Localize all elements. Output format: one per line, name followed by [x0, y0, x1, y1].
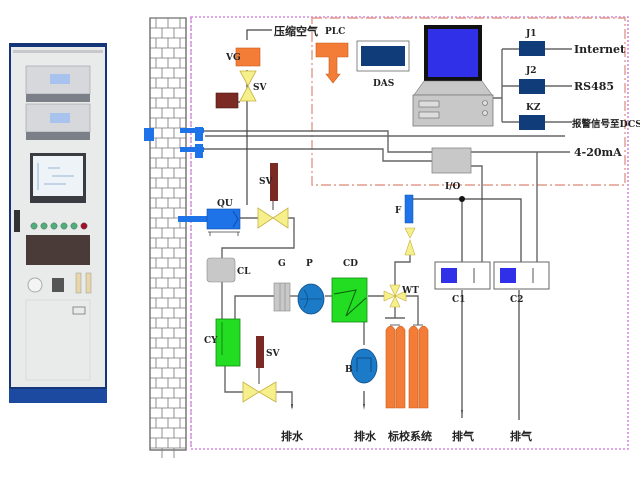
wiring — [200, 29, 572, 420]
c2-display — [500, 268, 516, 283]
probe-connector-left — [144, 128, 154, 141]
sv-drain-solenoid[interactable] — [256, 336, 264, 368]
cd-label: CD — [343, 259, 358, 269]
monitor-stand — [413, 80, 493, 96]
j2-label: J2 — [525, 66, 537, 76]
calibration-system-label: 标校系统 — [387, 429, 432, 443]
alarm-dcs-output-label: 报警信号至DCS — [572, 118, 640, 130]
cabinet-base — [9, 389, 107, 403]
io-label: I/O — [445, 182, 460, 192]
drain-water-label-1: 排水 — [281, 429, 304, 443]
wt-label: WT — [401, 286, 419, 296]
sv-drain-valve[interactable] — [242, 381, 277, 403]
wt-four-way-valve[interactable] — [383, 284, 407, 308]
gas-cylinder — [408, 325, 419, 409]
flowmeter-1 — [75, 272, 82, 294]
b-label: B — [345, 365, 353, 375]
compressed-air-label: 压缩空气 — [274, 24, 318, 38]
status-light — [80, 222, 88, 230]
internet-output-label: Internet — [574, 43, 626, 56]
gas-cylinder — [395, 325, 406, 409]
g-filter[interactable] — [273, 282, 291, 312]
system-boundary — [190, 16, 629, 450]
g-label: G — [278, 259, 286, 269]
sv-mid-label: SV — [259, 177, 273, 187]
j2-module[interactable] — [519, 79, 545, 94]
cy-separator[interactable] — [215, 318, 241, 367]
status-light — [70, 222, 78, 230]
drain-water-label-2: 排水 — [354, 429, 377, 443]
calibration-gas-cylinders — [385, 324, 429, 409]
analyzer-display-1 — [50, 74, 70, 84]
computer-screen — [428, 29, 478, 77]
f-flowmeter[interactable] — [404, 194, 414, 224]
gas-cylinder — [418, 325, 429, 409]
j1-module[interactable] — [519, 41, 545, 56]
flowmeter-2 — [85, 272, 92, 294]
control-boundary — [311, 17, 626, 186]
c1-label: C1 — [452, 295, 465, 305]
kz-module[interactable] — [519, 115, 545, 130]
junction-dot — [459, 196, 465, 202]
cl-cooler[interactable] — [206, 257, 236, 283]
cabinet-switch[interactable] — [52, 278, 64, 292]
sv-air-valve[interactable] — [239, 70, 257, 102]
sv-air-solenoid[interactable] — [215, 92, 239, 109]
probe-connector-2 — [195, 144, 203, 158]
c2-label: C2 — [510, 295, 523, 305]
probe-tube — [178, 216, 208, 222]
rs485-output-label: RS485 — [574, 80, 614, 93]
status-lights — [30, 222, 88, 230]
b-peristaltic-pump[interactable] — [350, 348, 378, 384]
qu-label: QU — [217, 199, 233, 209]
p-label: P — [306, 259, 313, 269]
sv-sample-solenoid[interactable] — [270, 163, 278, 201]
analyzer-display-2 — [50, 113, 70, 123]
cy-label: CY — [204, 336, 218, 346]
f-needle-valve[interactable] — [404, 227, 416, 256]
sv-sample-valve[interactable] — [257, 207, 289, 229]
cabinet-dark-panel — [26, 235, 90, 265]
gas-cylinder — [385, 325, 396, 409]
door-handle[interactable] — [14, 210, 20, 232]
status-light — [60, 222, 68, 230]
cabinet-door — [11, 47, 105, 387]
sv-top-label: SV — [253, 83, 267, 93]
f-label: F — [395, 206, 402, 216]
kz-label: KZ — [526, 103, 541, 113]
vg-regulator[interactable] — [235, 47, 261, 67]
qu-filter[interactable] — [206, 208, 241, 230]
das-display — [361, 46, 405, 66]
sv-bottom-label: SV — [266, 349, 280, 359]
chimney-wall — [149, 17, 192, 458]
analog-output-label: 4-20mA — [574, 146, 622, 159]
status-light — [30, 222, 38, 230]
cl-label: CL — [237, 267, 251, 277]
computer-case[interactable] — [412, 94, 494, 127]
j1-label: J1 — [525, 29, 537, 39]
status-light — [40, 222, 48, 230]
analyzer-cabinet — [9, 43, 107, 403]
plc-label: PLC — [325, 27, 345, 37]
das-label: DAS — [373, 79, 394, 89]
vg-label: VG — [225, 53, 241, 63]
probe-connector-1 — [195, 127, 203, 141]
exhaust-label-1: 排气 — [452, 429, 474, 443]
cd-condenser[interactable] — [331, 277, 368, 323]
status-light — [50, 222, 58, 230]
exhaust-label-2: 排气 — [510, 429, 532, 443]
plc-icon[interactable] — [315, 42, 349, 84]
c1-display — [441, 268, 457, 283]
cabinet-knob[interactable] — [27, 277, 43, 293]
io-module[interactable] — [431, 147, 472, 174]
